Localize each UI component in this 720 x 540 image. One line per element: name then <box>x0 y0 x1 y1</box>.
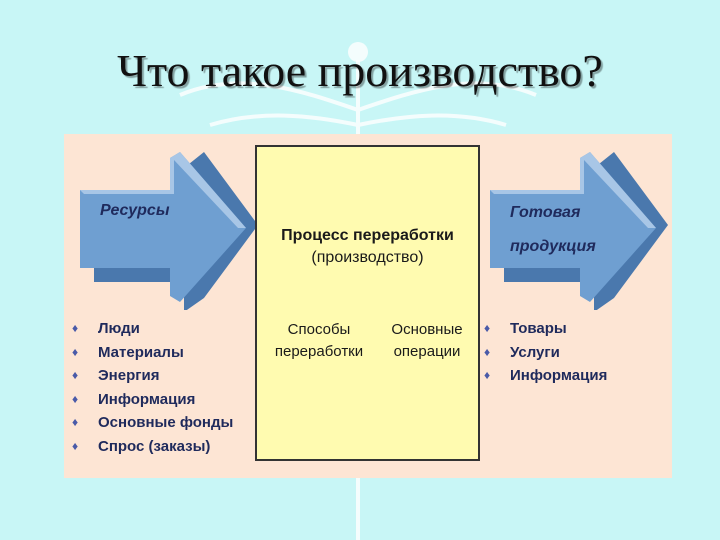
list-item: ♦Услуги <box>484 341 607 365</box>
list-item: ♦Информация <box>72 388 233 412</box>
arrow-label-product-line2: продукция <box>510 238 596 255</box>
operations-line2: операции <box>393 343 461 360</box>
arrow-label-resources: Ресурсы <box>100 202 170 219</box>
methods-label: Способы переработки <box>269 319 369 363</box>
resources-list: ♦Люди ♦Материалы ♦Энергия ♦Информация ♦О… <box>72 317 233 458</box>
process-title: Процесс переработки <box>281 227 454 244</box>
diamond-bullet-icon: ♦ <box>72 344 79 359</box>
list-item: ♦Товары <box>484 317 607 341</box>
diamond-bullet-icon: ♦ <box>484 321 491 335</box>
diamond-bullet-icon: ♦ <box>72 368 79 382</box>
diamond-bullet-icon: ♦ <box>72 438 79 453</box>
products-list: ♦Товары ♦Услуги ♦Информация <box>484 317 607 388</box>
diamond-bullet-icon: ♦ <box>72 321 79 335</box>
diamond-bullet-icon: ♦ <box>72 391 79 406</box>
list-item: ♦Люди <box>72 317 233 341</box>
diamond-bullet-icon: ♦ <box>484 344 491 359</box>
methods-line2: переработки <box>274 343 364 360</box>
diamond-bullet-icon: ♦ <box>72 415 79 429</box>
operations-line1: Основные <box>391 321 463 338</box>
left-arrow <box>80 152 258 310</box>
list-item: ♦Информация <box>484 364 607 388</box>
list-item: ♦Спрос (заказы) <box>72 435 233 459</box>
process-subtitle: (производство) <box>311 249 424 266</box>
page-title: Что такое производство? <box>117 45 603 96</box>
diamond-bullet-icon: ♦ <box>484 368 491 382</box>
list-item: ♦Основные фонды <box>72 411 233 435</box>
list-item: ♦Материалы <box>72 341 233 365</box>
process-box: Процесс переработки (производство) Спосо… <box>255 145 480 461</box>
arrow-label-product-line1: Готовая <box>510 204 581 221</box>
list-item: ♦Энергия <box>72 364 233 388</box>
methods-line1: Способы <box>287 321 351 338</box>
right-arrow <box>490 152 668 310</box>
operations-label: Основные операции <box>381 319 473 363</box>
